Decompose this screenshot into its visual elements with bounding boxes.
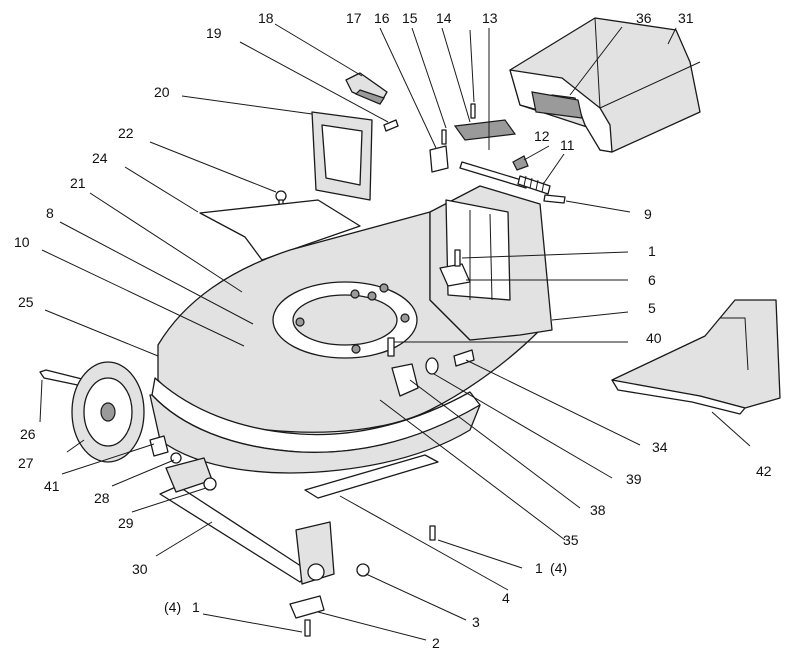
part-36-label-plate [531, 91, 583, 119]
part-19-screw [383, 119, 399, 132]
callout-24: 24 [92, 150, 108, 166]
callout-1-lower: 1 [192, 599, 200, 615]
callout-18: 18 [258, 10, 274, 26]
callout-4: 4 [502, 590, 510, 606]
callout-12: 12 [534, 128, 550, 144]
callout-15: 15 [402, 10, 418, 26]
part-3-nut [356, 563, 370, 577]
callout-42: 42 [756, 463, 772, 479]
callout-26: 26 [20, 426, 36, 442]
callout-13: 13 [482, 10, 498, 26]
callout-5: 5 [648, 300, 656, 316]
part-28-washer [170, 452, 182, 464]
callout-1-mid-qty: (4) [550, 560, 567, 576]
part-42-mulch-plug [611, 299, 781, 415]
callout-40: 40 [646, 330, 662, 346]
leader-lines [39, 23, 751, 641]
part-18-knob [345, 72, 388, 105]
callout-22: 22 [118, 125, 134, 141]
callout-6: 6 [648, 272, 656, 288]
callout-17: 17 [346, 10, 362, 26]
part-29-nut [203, 477, 217, 491]
part-31-bag-cover [509, 17, 701, 153]
callout-36: 36 [636, 10, 652, 26]
part-12-clip [512, 155, 529, 171]
callout-35: 35 [563, 532, 579, 548]
part-41-spacer [149, 435, 169, 457]
callout-9: 9 [644, 206, 652, 222]
callout-39: 39 [626, 471, 642, 487]
callout-21: 21 [70, 175, 86, 191]
part-13-rod [459, 161, 529, 189]
part-4-lever [304, 454, 439, 499]
callout-16: 16 [374, 10, 390, 26]
callout-numbers: 18 19 17 16 15 14 13 36 31 20 22 24 21 8… [14, 10, 772, 651]
callout-29: 29 [118, 515, 134, 531]
part-1-screw-lower [429, 525, 436, 541]
callout-11: 11 [560, 137, 575, 153]
callout-30: 30 [132, 561, 148, 577]
callout-28: 28 [94, 490, 110, 506]
part-20-rear-flap [311, 111, 373, 201]
part-16-screw [441, 129, 447, 145]
callout-34: 34 [652, 439, 668, 455]
part-14-screw [470, 103, 476, 119]
callout-27: 27 [18, 455, 34, 471]
callout-38: 38 [590, 502, 606, 518]
part-24-baffle [199, 199, 361, 261]
part-6-bracket [439, 249, 471, 287]
callout-25: 25 [18, 294, 34, 310]
deck-housing [149, 211, 541, 474]
part-40-bolt [387, 337, 395, 357]
callout-2: 2 [432, 635, 440, 651]
part-39-washer [425, 357, 439, 375]
callout-41: 41 [44, 478, 60, 494]
callout-1-upper: 1 [648, 243, 656, 259]
rear-housing [429, 185, 553, 341]
part-30-axle [159, 457, 335, 585]
part-2-plate [289, 595, 325, 637]
callout-8: 8 [46, 205, 54, 221]
callout-31: 31 [678, 10, 694, 26]
callout-3: 3 [472, 614, 480, 630]
part-38-elbow [391, 363, 419, 397]
callout-1-mid: 1 [535, 560, 543, 576]
part-17-hinge [429, 145, 449, 173]
part-11-spring [517, 175, 551, 195]
part-9-pin [543, 194, 566, 204]
part-15-door [453, 119, 517, 141]
part-27-wheel [71, 361, 145, 463]
callout-10: 10 [14, 234, 30, 250]
callout-20: 20 [154, 84, 170, 100]
part-34-tab [453, 349, 475, 367]
callout-19: 19 [206, 25, 222, 41]
callout-14: 14 [436, 10, 452, 26]
callout-1-lower-qty: (4) [164, 599, 181, 615]
